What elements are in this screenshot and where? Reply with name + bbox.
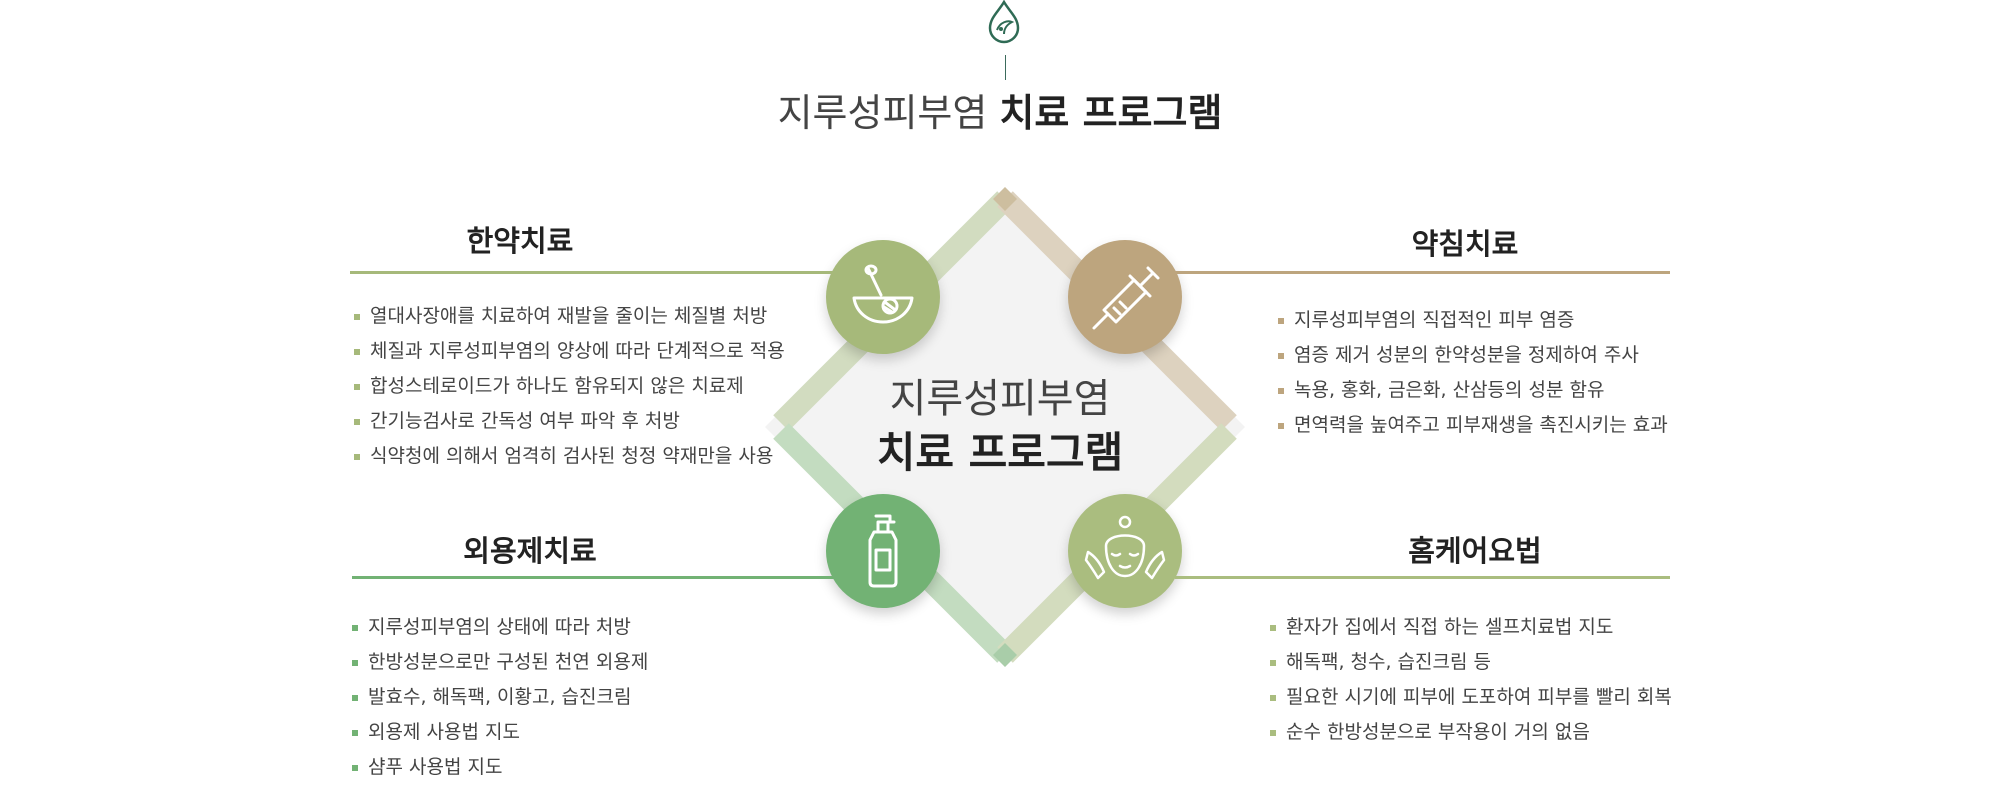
list-item: 필요한 시기에 피부에 도포하여 피부를 빨리 회복 <box>1270 680 1672 715</box>
list-item: 지루성피부염의 상태에 따라 처방 <box>352 610 648 645</box>
list-item: 발효수, 해독팩, 이황고, 습진크림 <box>352 680 648 715</box>
bullet-icon <box>1278 317 1284 324</box>
bullet-icon <box>354 418 360 425</box>
bullet-icon <box>352 624 358 631</box>
pump-bottle-icon <box>826 494 940 608</box>
acupuncture-section-title: 약침치료 <box>1411 227 1519 261</box>
center-title-line1: 지루성피부염 <box>889 376 1111 422</box>
list-item: 염증 제거 성분의 한약성분을 정제하여 주사 <box>1278 338 1668 373</box>
list-item: 환자가 집에서 직접 하는 셀프치료법 지도 <box>1270 610 1672 645</box>
list-item: 외용제 사용법 지도 <box>352 715 648 750</box>
bullet-icon <box>354 383 360 390</box>
page-title-light: 지루성피부염 <box>777 91 988 135</box>
herbal-section-title: 한약치료 <box>466 224 574 258</box>
bullet-icon <box>354 313 360 320</box>
center-title-line2: 치료 프로그램 <box>876 428 1124 477</box>
homecare-item-list: 환자가 집에서 직접 하는 셀프치료법 지도 해독팩, 청수, 습진크림 등 필… <box>1270 610 1672 750</box>
herbal-section-rule <box>350 271 840 274</box>
bullet-icon <box>354 348 360 355</box>
homecare-section-rule <box>1175 576 1670 579</box>
herbal-item-list: 열대사장애를 치료하여 재발을 줄이는 체질별 처방 체질과 지루성피부염의 양… <box>354 299 785 474</box>
bullet-icon <box>1278 387 1284 394</box>
acupuncture-section-rule <box>1175 271 1670 274</box>
bullet-icon <box>352 659 358 666</box>
bullet-icon <box>1270 729 1276 736</box>
topical-section-rule <box>352 576 840 579</box>
face-care-icon <box>1068 494 1182 608</box>
list-item: 식약청에 의해서 엄격히 검사된 청정 약재만을 사용 <box>354 439 785 474</box>
list-item: 녹용, 홍화, 금은화, 산삼등의 성분 함유 <box>1278 373 1668 408</box>
list-item: 체질과 지루성피부염의 양상에 따라 단계적으로 적용 <box>354 334 785 369</box>
page-title-bold: 치료 프로그램 <box>999 91 1223 135</box>
list-item: 간기능검사로 간독성 여부 파악 후 처방 <box>354 404 785 439</box>
bullet-icon <box>1278 352 1284 359</box>
bullet-icon <box>1270 659 1276 666</box>
list-item: 면역력을 높여주고 피부재생을 촉진시키는 효과 <box>1278 408 1668 443</box>
bullet-icon <box>352 694 358 701</box>
topical-item-list: 지루성피부염의 상태에 따라 처방 한방성분으로만 구성된 천연 외용제 발효수… <box>352 610 648 785</box>
list-item: 열대사장애를 치료하여 재발을 줄이는 체질별 처방 <box>354 299 785 334</box>
center-title: 지루성피부염 치료 프로그램 <box>830 372 1170 480</box>
homecare-section-title: 홈케어요법 <box>1408 534 1542 568</box>
header-divider <box>1005 55 1006 80</box>
bullet-icon <box>1270 694 1276 701</box>
list-item: 합성스테로이드가 하나도 함유되지 않은 치료제 <box>354 369 785 404</box>
list-item: 지루성피부염의 직접적인 피부 염증 <box>1278 303 1668 338</box>
bullet-icon <box>354 453 360 460</box>
list-item: 해독팩, 청수, 습진크림 등 <box>1270 645 1672 680</box>
topical-section-title: 외용제치료 <box>463 534 597 568</box>
list-item: 순수 한방성분으로 부작용이 거의 없음 <box>1270 715 1672 750</box>
bullet-icon <box>352 764 358 771</box>
list-item: 샴푸 사용법 지도 <box>352 750 648 785</box>
page-title: 지루성피부염 치료 프로그램 <box>700 82 1300 137</box>
mortar-pestle-icon <box>826 240 940 354</box>
syringe-icon <box>1068 240 1182 354</box>
bullet-icon <box>352 729 358 736</box>
acupuncture-item-list: 지루성피부염의 직접적인 피부 염증 염증 제거 성분의 한약성분을 정제하여 … <box>1278 303 1668 443</box>
list-item: 한방성분으로만 구성된 천연 외용제 <box>352 645 648 680</box>
bullet-icon <box>1270 624 1276 631</box>
drop-leaf-icon <box>984 0 1024 46</box>
bullet-icon <box>1278 422 1284 429</box>
